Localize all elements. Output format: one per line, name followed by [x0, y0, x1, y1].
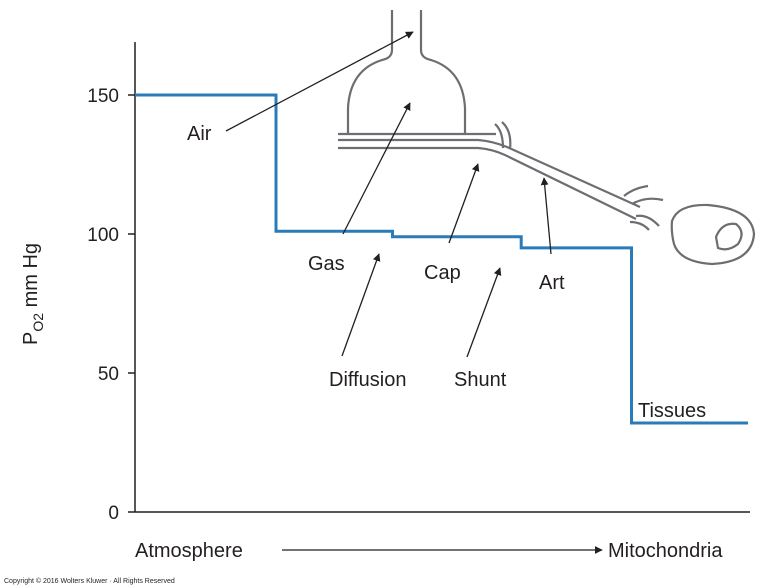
y-tick-label-0: 0	[108, 503, 119, 524]
label-diffusion: Diffusion	[329, 369, 406, 391]
vessel-branch-upper	[494, 123, 505, 149]
label-shunt: Shunt	[454, 369, 507, 391]
mitochondrion	[714, 222, 743, 251]
airway-left-wall	[346, 10, 394, 134]
lung-vessel-drawing	[338, 10, 756, 266]
po2-cascade-line	[135, 93, 748, 425]
y-tick-label-150: 150	[87, 86, 119, 107]
x-label-start: Atmosphere	[135, 540, 243, 562]
art-arrow	[540, 177, 552, 255]
y-ticks: 0 50 100 150	[87, 86, 135, 524]
x-label-end: Mitochondria	[608, 540, 723, 562]
vessel-branch-right-low	[635, 214, 660, 227]
tissue-cell	[670, 203, 756, 266]
label-tissues: Tissues	[638, 400, 706, 422]
y-tick-label-100: 100	[87, 225, 119, 246]
vessel-branch-right-low-2	[629, 220, 650, 231]
y-axis-label-unit: mm Hg	[20, 243, 42, 307]
copyright-notice: Copyright © 2016 Wolters Kluwer · All Ri…	[4, 577, 175, 585]
vessel-branch-upper-2	[501, 121, 512, 150]
gas-arrow	[342, 102, 411, 235]
vessel-upper-wall	[338, 138, 641, 209]
air-arrow	[225, 31, 414, 132]
label-gas: Gas	[308, 253, 345, 275]
y-axis-label-sub: O2	[30, 313, 46, 332]
annotation-arrows	[225, 31, 552, 358]
label-cap: Cap	[424, 262, 461, 284]
y-axis-label-main: P	[20, 332, 42, 345]
y-axis-label: PO2 mm Hg	[20, 243, 46, 345]
vessel-branch-right-mid	[631, 197, 664, 205]
diffusion-arrow	[341, 253, 381, 357]
vessel-branch-right-top	[623, 184, 649, 197]
label-art: Art	[539, 272, 565, 294]
label-air: Air	[187, 123, 212, 145]
shunt-arrow	[466, 267, 502, 358]
vessel-lower-wall	[338, 146, 637, 220]
y-tick-label-50: 50	[98, 364, 119, 385]
airway-right-wall	[419, 10, 467, 134]
cap-arrow	[448, 163, 480, 244]
